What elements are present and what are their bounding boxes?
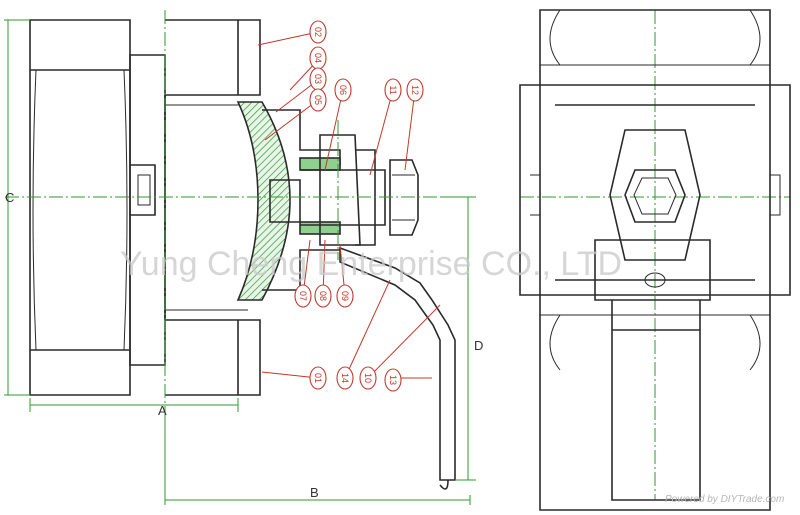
callout-11: 11 bbox=[384, 78, 402, 102]
dimension-d-label: D bbox=[474, 338, 483, 353]
dimension-lines bbox=[4, 19, 476, 505]
callout-05: 05 bbox=[309, 88, 327, 112]
dimension-c-label: C bbox=[5, 190, 14, 205]
callout-04: 04 bbox=[309, 46, 327, 70]
center-lines bbox=[5, 10, 790, 500]
callout-13: 13 bbox=[384, 368, 402, 392]
svg-text:08: 08 bbox=[318, 291, 328, 301]
watermark: Yung Cheng Enterprise CO., LTD bbox=[120, 245, 622, 283]
callout-leaders bbox=[257, 31, 441, 379]
callout-10: 10 bbox=[359, 366, 377, 390]
end-view bbox=[519, 9, 791, 511]
callout-08: 08 bbox=[314, 284, 332, 308]
callout-09: 09 bbox=[336, 284, 354, 308]
dimension-b-label: B bbox=[310, 485, 319, 500]
callout-06: 06 bbox=[334, 78, 352, 102]
callout-07: 07 bbox=[294, 284, 312, 308]
svg-text:09: 09 bbox=[340, 291, 350, 301]
callout-14: 14 bbox=[336, 366, 354, 390]
svg-text:03: 03 bbox=[313, 74, 323, 84]
svg-text:11: 11 bbox=[388, 85, 398, 94]
svg-text:05: 05 bbox=[313, 95, 323, 105]
svg-text:14: 14 bbox=[340, 373, 350, 383]
svg-text:12: 12 bbox=[410, 85, 420, 95]
callout-bubbles: 02 04 03 05 06 11 12 07 bbox=[294, 20, 424, 392]
svg-text:04: 04 bbox=[313, 53, 323, 63]
svg-text:02: 02 bbox=[313, 27, 323, 37]
callout-02: 02 bbox=[309, 20, 327, 44]
svg-text:10: 10 bbox=[363, 373, 373, 383]
svg-text:06: 06 bbox=[338, 85, 348, 95]
svg-text:07: 07 bbox=[298, 291, 308, 301]
callout-01: 01 bbox=[309, 366, 327, 390]
svg-text:13: 13 bbox=[388, 375, 398, 385]
dimension-a-label: A bbox=[158, 403, 167, 418]
callout-12: 12 bbox=[406, 78, 424, 102]
svg-text:01: 01 bbox=[313, 373, 323, 383]
credit-text: Powered by DIYTrade.com bbox=[665, 494, 784, 505]
callout-03: 03 bbox=[309, 67, 327, 91]
